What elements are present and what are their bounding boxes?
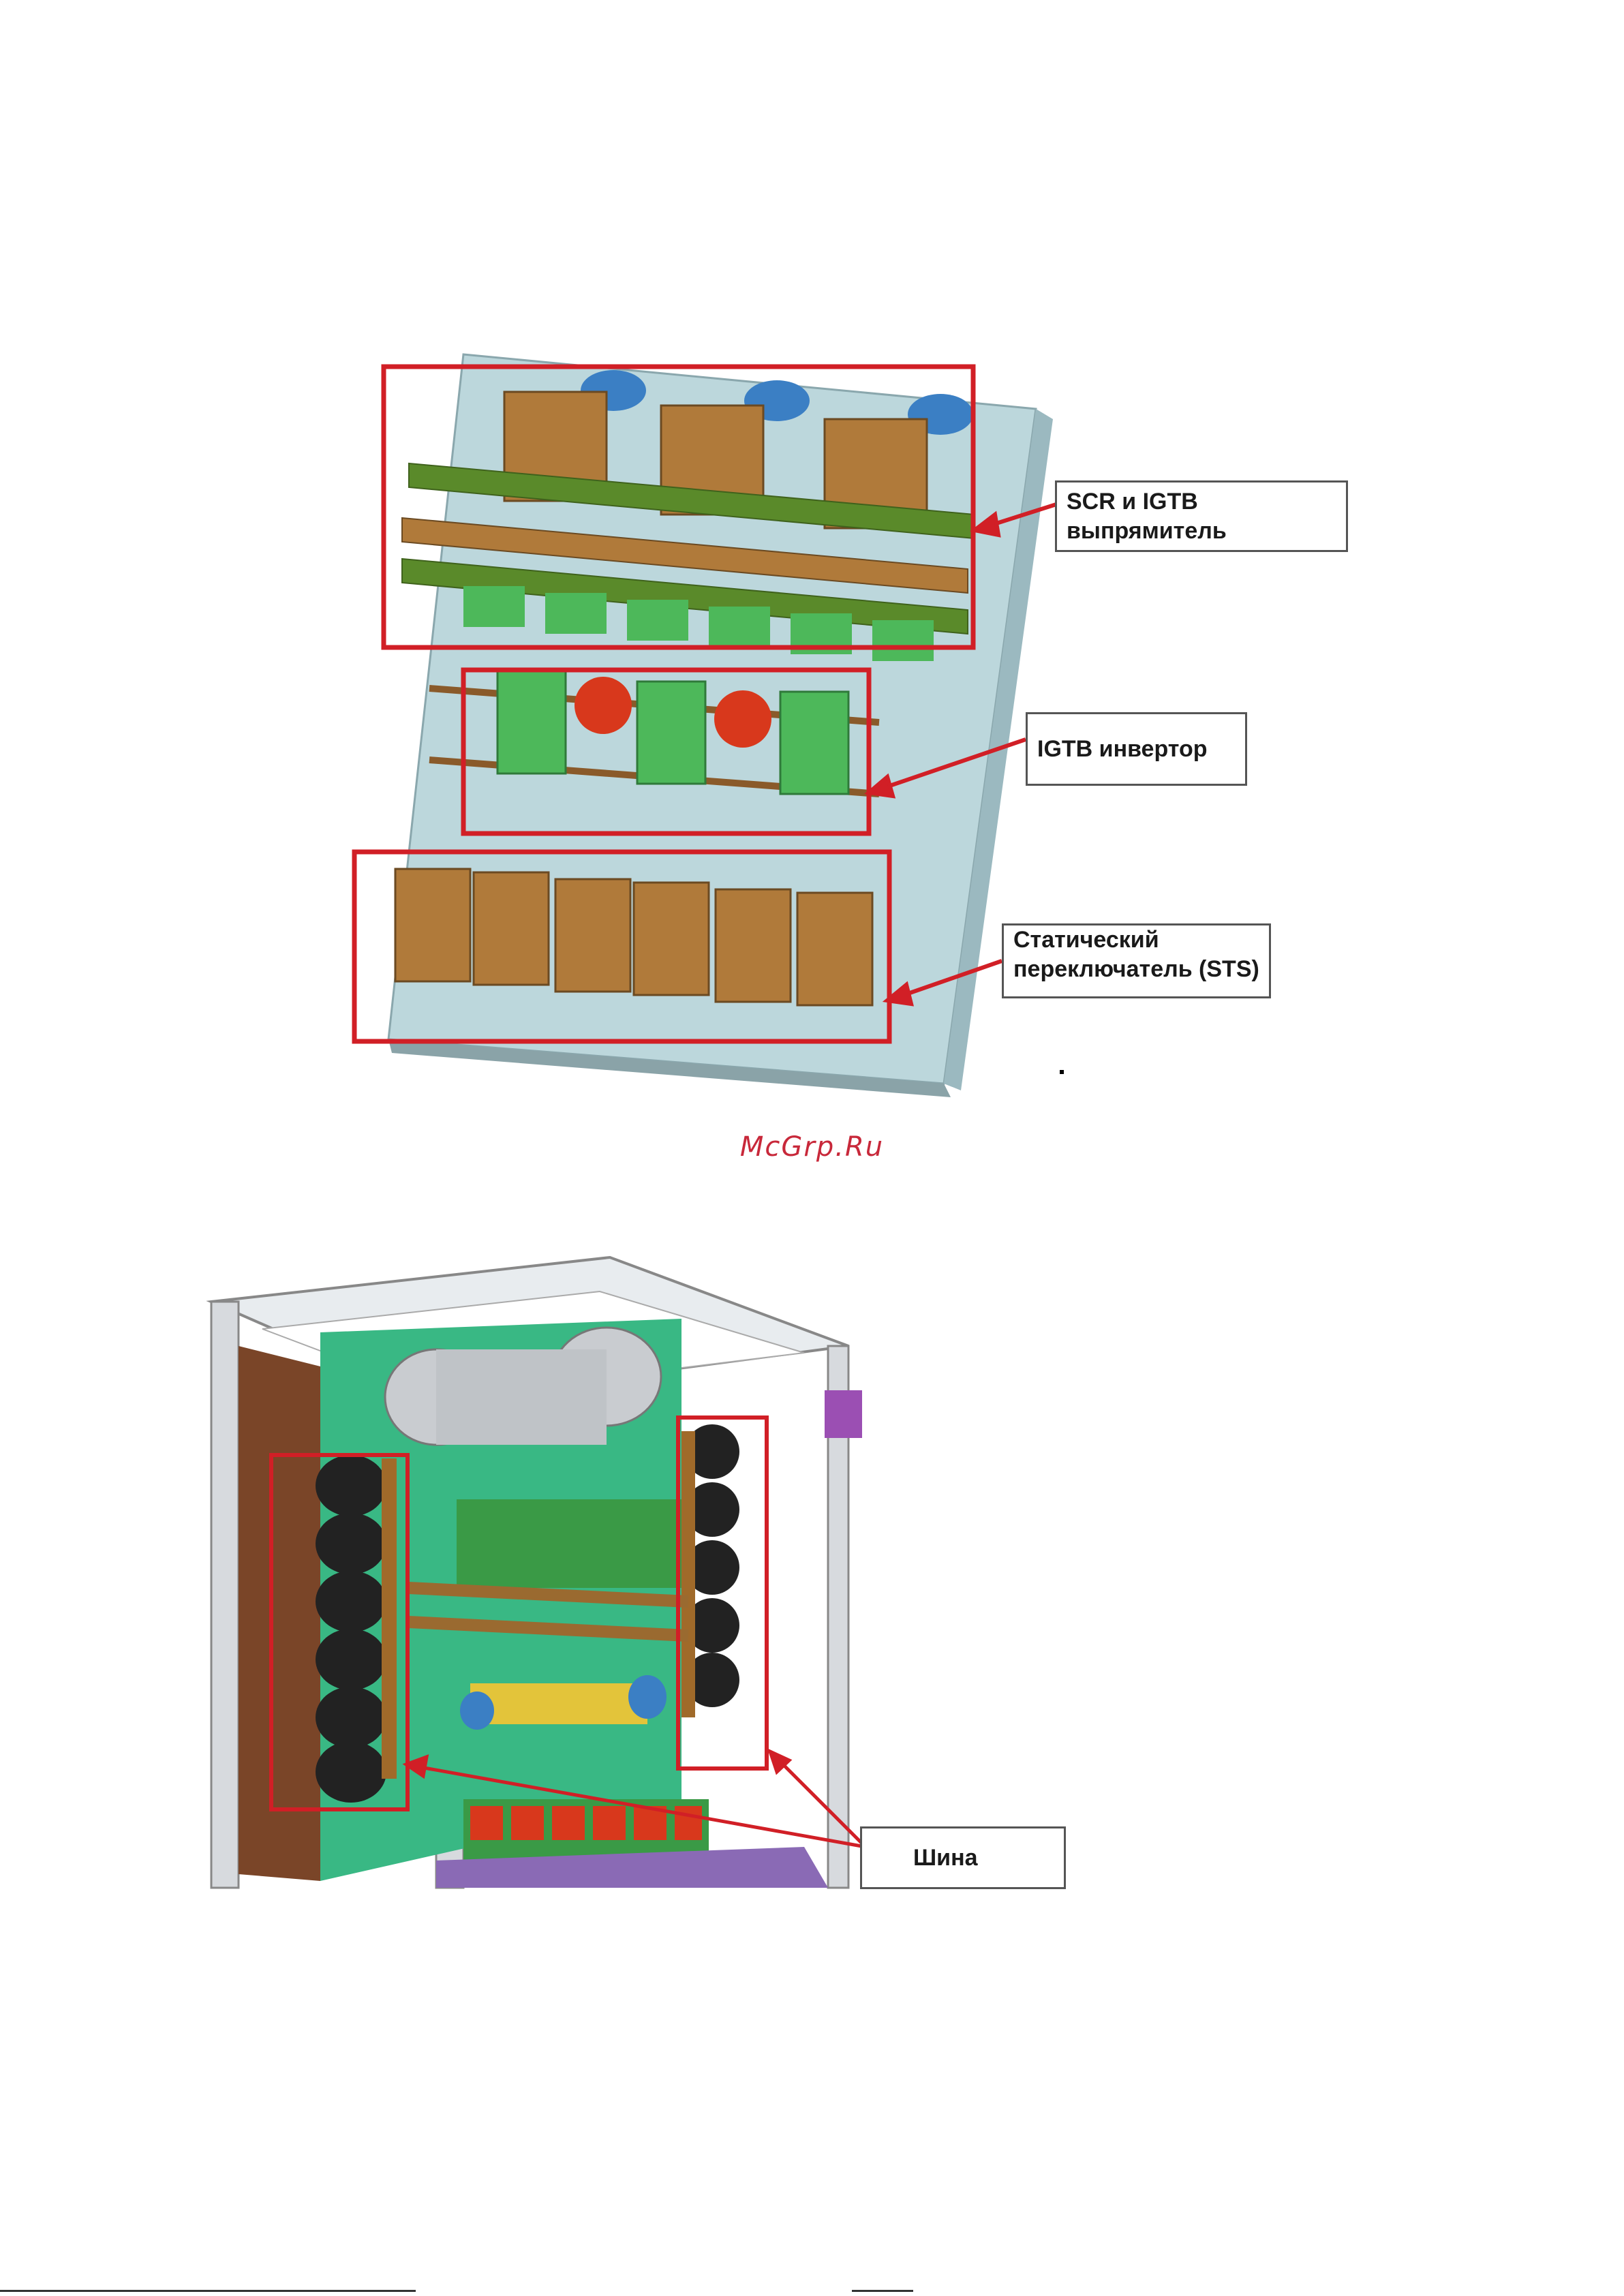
brown-side-panel — [239, 1346, 320, 1881]
inverter-callout: IGTB инвертор — [1026, 712, 1247, 786]
sts-callout: Статический переключатель (STS) — [1002, 923, 1271, 998]
sts-callout-line1: Статический — [1013, 925, 1159, 955]
watermark: McGrp.Ru — [0, 1131, 1624, 1163]
sts-callout-line2: переключатель (STS) — [1013, 955, 1259, 984]
busbar-callout: Шина — [860, 1826, 1066, 1889]
right-capacitor-stack — [681, 1424, 739, 1717]
rectifier-callout: SCR и IGTB выпрямитель — [1055, 480, 1348, 552]
footer-rule-left — [0, 2290, 416, 2292]
footer-rule-mid — [852, 2290, 913, 2292]
